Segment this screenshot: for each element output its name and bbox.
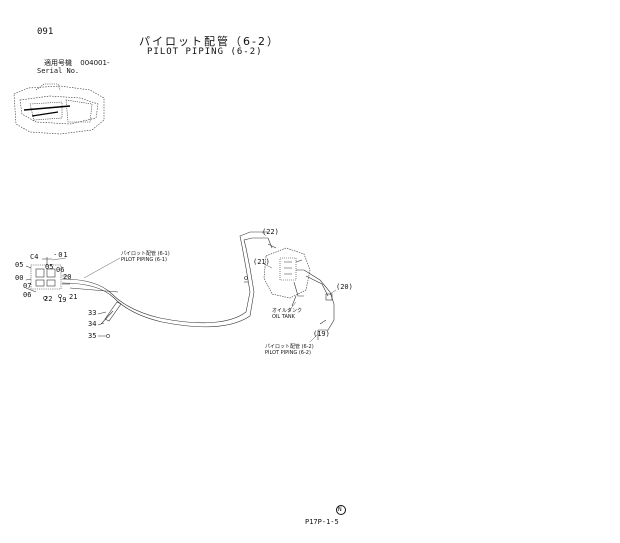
- pilot-valve-body: [263, 237, 311, 299]
- part-label-c4: C4: [30, 253, 39, 261]
- mark-letter: N: [338, 506, 342, 513]
- pilot-6-1-en: PILOT PIPING (6-1): [121, 256, 167, 263]
- ref-label-22: (22): [262, 228, 279, 236]
- excavator-thumbnail: [13, 83, 105, 135]
- serial-label-english: Serial No.: [37, 67, 80, 75]
- part-label-01: ·01: [53, 251, 69, 259]
- leader-lines: [51, 231, 337, 343]
- oil-tank-en: OIL TANK: [272, 313, 295, 320]
- pilot-hoses: [61, 278, 255, 338]
- part-label-07: 07: [23, 282, 32, 290]
- north-mark-icon: N: [336, 505, 346, 515]
- part-label-05b: 05: [45, 263, 54, 271]
- ref-label-21: (21): [253, 258, 270, 266]
- figure-code: P17P-1-5: [305, 518, 339, 526]
- page-title-japanese: パイロット配管（6-2）: [139, 35, 280, 48]
- part-label-05a: 05: [15, 261, 24, 269]
- return-hoses: [239, 231, 268, 293]
- part-label-21: 21: [69, 293, 78, 301]
- pilot-6-1-jp: パイロット配管 (6-1): [121, 251, 170, 257]
- part-label-22: 22: [44, 295, 53, 303]
- serial-value: 004001-: [80, 59, 110, 67]
- serial-label-japanese: 適用号機 004001-: [44, 60, 109, 67]
- page-title-english: PILOT PIPING (6-2): [147, 47, 263, 57]
- part-label-33: 33: [88, 309, 97, 317]
- page-number: 091: [37, 27, 54, 37]
- pilot-6-2-jp: パイロット配管 (6-2): [265, 344, 314, 350]
- ref-label-20: (20): [336, 283, 353, 291]
- pilot-6-2-en: PILOT PIPING (6-2): [265, 349, 311, 356]
- part-label-34: 34: [88, 320, 97, 328]
- part-label-35: 35: [88, 332, 97, 340]
- oil-tank-jp: オイルタンク: [272, 308, 303, 314]
- pilot-piping-6-2-note: パイロット配管 (6-2) PILOT PIPING (6-2): [265, 344, 314, 357]
- part-label-00: 00: [15, 274, 24, 282]
- serial-label-jp-text: 適用号機: [44, 59, 72, 67]
- pilot-piping-6-1-note: パイロット配管 (6-1) PILOT PIPING (6-1): [121, 251, 170, 264]
- part-label-01-text: 01: [58, 251, 69, 259]
- part-label-20: 20: [63, 273, 72, 281]
- tank-return-lines: [291, 269, 335, 340]
- left-valve-block: [25, 257, 70, 300]
- oil-tank-note: オイルタンク OIL TANK: [272, 308, 303, 321]
- part-label-06: 06: [56, 266, 65, 274]
- part-label-06b: 06: [23, 291, 32, 299]
- ref-label-19: (19): [313, 330, 330, 338]
- part-label-19: 19: [58, 296, 67, 304]
